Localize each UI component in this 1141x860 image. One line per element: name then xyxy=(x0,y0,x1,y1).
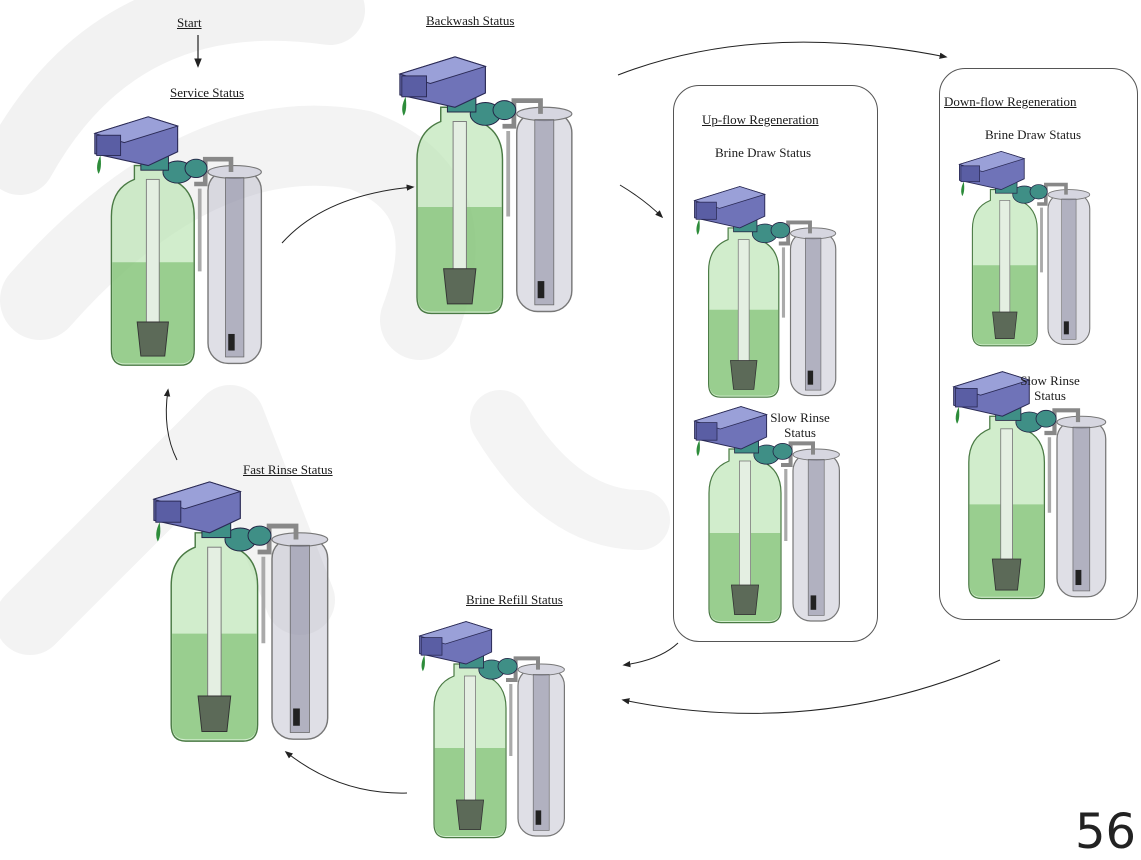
upflow-title: Up-flow Regeneration xyxy=(702,112,819,127)
fastrinse-softener xyxy=(152,481,329,742)
upflow-slow-rinse-label: Slow Rinse Status xyxy=(760,410,840,440)
arrow-backwash-to-upflow xyxy=(619,184,664,219)
page-number: 56 xyxy=(1075,804,1137,860)
brine-refill-status-label: Brine Refill Status xyxy=(466,592,563,607)
downflow-slow-rinse-line2: Status xyxy=(1034,388,1066,403)
downflow-brine-draw-label: Brine Draw Status xyxy=(985,127,1082,142)
start-label: Start xyxy=(177,15,202,30)
upflow-brinedraw-softener xyxy=(693,186,837,398)
arrow-service-to-backwash xyxy=(281,184,415,244)
arrow-downflow-to-brinerefill xyxy=(621,659,1001,714)
brinerefill-softener xyxy=(418,621,566,839)
downflow-regeneration-panel xyxy=(939,68,1138,620)
upflow-regeneration-panel xyxy=(673,85,878,642)
downflow-slowrinse-softener xyxy=(952,371,1107,600)
service-status-label: Service Status xyxy=(170,85,245,100)
upflow-slow-rinse-line1: Slow Rinse xyxy=(770,410,830,425)
downflow-title: Down-flow Regeneration xyxy=(944,94,1077,109)
downflow-brinedraw-softener xyxy=(958,150,1091,347)
upflow-slowrinse-softener xyxy=(693,406,841,624)
upflow-slow-rinse-line2: Status xyxy=(784,425,816,440)
backwash-softener xyxy=(398,56,573,315)
arrow-brinerefill-to-fastrinse xyxy=(284,751,408,794)
arrow-upflow-to-brinerefill xyxy=(622,642,679,668)
service-softener xyxy=(93,116,263,366)
arrow-fastrinse-to-service xyxy=(163,388,178,461)
downflow-slow-rinse-line1: Slow Rinse xyxy=(1020,373,1080,388)
downflow-slow-rinse-label: Slow Rinse Status xyxy=(1010,373,1090,403)
backwash-status-label: Backwash Status xyxy=(426,13,515,28)
upflow-brine-draw-label: Brine Draw Status xyxy=(715,145,812,160)
fast-rinse-status-label: Fast Rinse Status xyxy=(243,462,333,477)
arrow-backwash-to-downflow xyxy=(617,41,948,76)
